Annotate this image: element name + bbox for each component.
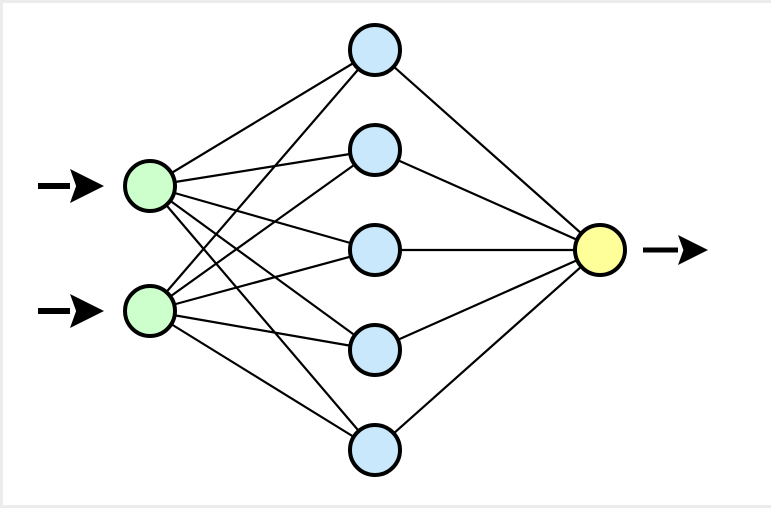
node-out-1[interactable] [573, 223, 627, 277]
connection-edge [149, 185, 376, 351]
network-nodes-group [123, 23, 627, 477]
connection-edge [149, 310, 376, 451]
connection-edge [374, 249, 601, 451]
connection-edge [149, 49, 376, 187]
node-in-1[interactable] [123, 159, 177, 213]
output-arrow-head-icon [678, 235, 708, 265]
connection-edge [149, 148, 376, 188]
connection-edges-group [149, 49, 601, 451]
connection-edge [374, 148, 601, 252]
connection-edge [374, 248, 601, 352]
connection-edge [149, 184, 376, 252]
connection-edge [374, 49, 601, 251]
node-h-5[interactable] [348, 423, 402, 477]
node-h-3[interactable] [348, 223, 402, 277]
input-arrow-top [38, 169, 104, 203]
input-arrow-bottom [38, 294, 104, 328]
input-arrow-top-head-icon [70, 169, 104, 203]
input-arrow-bottom-head-icon [70, 294, 104, 328]
node-h-2[interactable] [348, 123, 402, 177]
output-arrow [643, 235, 708, 265]
node-in-2[interactable] [123, 284, 177, 338]
connection-edge [149, 149, 376, 312]
io-arrows-group [38, 169, 708, 328]
connection-edge [149, 248, 376, 313]
connection-edge [149, 309, 376, 352]
node-h-1[interactable] [348, 23, 402, 77]
node-h-4[interactable] [348, 323, 402, 377]
connection-edge [149, 49, 376, 312]
connection-edge [149, 185, 376, 451]
